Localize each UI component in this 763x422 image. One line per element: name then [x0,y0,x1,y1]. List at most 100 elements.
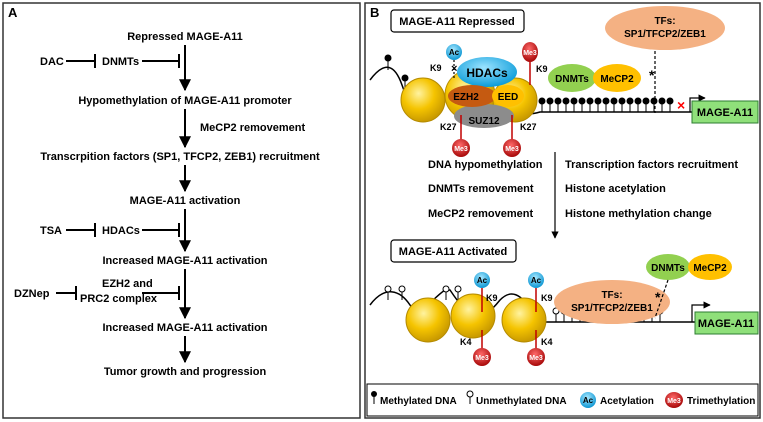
methylated-cpg [578,97,586,105]
eed-oval [492,85,524,107]
ac-badge-r-text: Ac [449,48,460,57]
nucleosome-a1 [405,297,451,343]
k9-a2: K9 [541,293,553,303]
eed-label: EED [498,92,519,103]
step-repressed: Repressed MAGE-A11 [127,31,243,43]
legend-ac-text: Ac [583,396,594,405]
methylated-cpg [586,97,594,105]
dnmts-oval-a [646,254,690,280]
legend-unmethylated: Unmethylated DNA [476,396,567,407]
me3-k4-a2-text: Me3 [529,355,543,362]
me3-k4-a2 [527,348,545,366]
ac-badge-r [446,44,462,60]
legend-box [366,383,759,417]
mecp2-label-r: MeCP2 [600,74,634,85]
step-activation: MAGE-A11 activation [130,195,241,207]
panel-b: B MAGE-A11 Repressed TFs: SP1/TFCP2/ZEB1… [364,2,761,419]
step-increased-activation-1: Increased MAGE-A11 activation [102,255,267,267]
hdacs-label-b: HDACs [466,66,508,80]
legend-methylated-icon [371,391,377,397]
me3-k27-left [452,139,470,157]
ac-badge-a1-text: Ac [477,276,488,285]
ezh2-label-b: EZH2 [453,92,479,103]
methylated-cpg [666,97,674,105]
change-right-1: Histone acetylation [565,183,666,195]
change-left-2: MeCP2 removement [428,208,533,220]
unmethylated-cpg [384,285,392,293]
methylated-cpg [626,97,634,105]
dznep-label: DZNep [14,288,50,300]
k4-a2: K4 [541,337,553,347]
ezh2-label-line1: EZH2 and [102,278,153,290]
gene-box-activated [694,311,759,335]
gene-label-repressed: MAGE-A11 [697,107,753,119]
legend-unmethylated-icon [466,390,474,398]
methylated-cpg [634,97,642,105]
change-left-1: DNMTs removement [428,183,534,195]
activated-title: MAGE-A11 Activated [399,246,507,258]
tfs-oval-top [605,6,725,50]
methylated-cpg [610,97,618,105]
step-tf-recruitment: Transcrpition factors (SP1, TFCP2, ZEB1)… [40,151,320,163]
panel-b-label: B [370,5,379,20]
unmethylated-cpg [442,285,450,293]
ac-blocked-x: × [451,63,457,75]
methylated-cpg [538,97,546,105]
mecp2-oval-a [688,254,732,280]
ac-badge-a2-text: Ac [531,276,542,285]
k9-right-r: K9 [536,64,548,74]
dnmts-label-a: DNMTs [102,56,139,68]
change-right-0: Transcription factors recruitment [565,159,738,171]
methylated-cpg [650,97,658,105]
nucleosome-a3 [501,297,547,343]
dac-label: DAC [40,56,64,68]
me3-k9-r [522,42,538,62]
me3-k9-r-text: Me3 [523,50,537,57]
repressed-title: MAGE-A11 Repressed [399,16,515,28]
gene-box-repressed [691,100,759,124]
me3-k27-right-text: Me3 [505,146,519,153]
hdacs-oval [457,57,517,87]
legend-trimethylation-icon [665,392,683,408]
legend-acetylation: Acetylation [600,396,654,407]
gene-label-activated: MAGE-A11 [698,318,754,330]
methylated-cpg [642,97,650,105]
tsa-label: TSA [40,225,62,237]
methylated-cpg [562,97,570,105]
activated-title-box [390,239,517,263]
change-right-2: Histone methylation change [565,208,712,220]
legend-methylated: Methylated DNA [380,396,457,407]
ac-badge-a2 [528,272,544,288]
methylated-cpg [554,97,562,105]
k9-a1: K9 [486,293,498,303]
suz12-label: SUZ12 [468,116,500,127]
methylated-cpg [594,97,602,105]
dna-strand-activated [369,289,700,323]
dnmts-oval-r [548,64,596,92]
tfs-top-line1: TFs: [654,16,675,27]
unmethylated-cpgs-activated-left [384,285,462,300]
k27-right: K27 [520,122,537,132]
mecp2-oval-r [593,64,641,92]
tss-activated [691,301,711,322]
me3-k27-left-text: Me3 [454,146,468,153]
methylated-cpgs-repressed [384,54,409,90]
dnmts-label-r: DNMTs [555,74,589,85]
tss-repressed [689,94,706,112]
tfs-top-line2: SP1/TFCP2/ZEB1 [624,29,706,40]
methylated-cpg-row [538,97,674,112]
k27-left: K27 [440,122,457,132]
panel-a: A Repressed MAGE-A11 Hypomethylation of … [2,2,361,419]
legend-acetylation-icon [580,392,596,408]
ezh2-label-line2: PRC2 complex [80,293,158,305]
panel-a-label: A [8,5,18,20]
change-left-0: DNA hypomethylation [428,159,543,171]
methylated-cpg [546,97,554,105]
unmethylated-cpg [454,285,462,293]
suz12-oval [454,104,514,128]
dnmts-removed-x: * [655,289,661,305]
mecp2-label-a: MeCP2 [693,263,727,274]
tf-block-x: * [649,67,655,83]
step-increased-activation-2: Increased MAGE-A11 activation [102,322,267,334]
methylated-cpg [618,97,626,105]
